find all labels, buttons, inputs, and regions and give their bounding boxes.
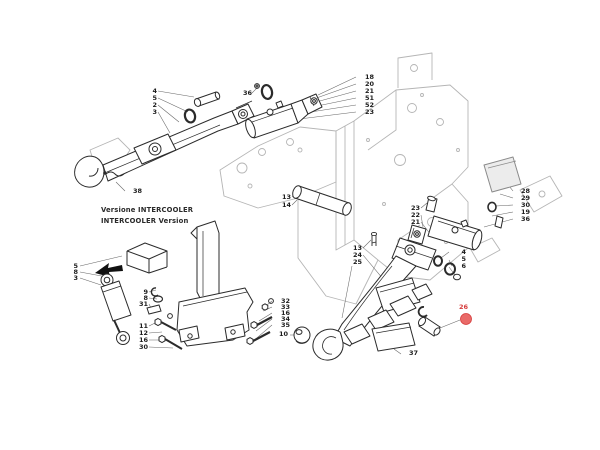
stabilizer-bracket-assembly xyxy=(95,220,254,347)
callout-13-pin[interactable]: 13 xyxy=(281,193,291,201)
pin-and-oring-upper-left xyxy=(183,91,221,124)
lower-link-arm xyxy=(312,237,437,361)
pin-26-with-snap-ring xyxy=(417,306,441,337)
callout-pad-19[interactable]: 19 xyxy=(520,208,530,216)
callout-mid-13[interactable]: 13 xyxy=(352,244,362,252)
callout-tr-52[interactable]: 52 xyxy=(364,101,374,109)
callout-bc-32[interactable]: 32 xyxy=(280,297,290,305)
callout-tr-21[interactable]: 21 xyxy=(364,87,374,95)
callout-mid-24[interactable]: 24 xyxy=(352,251,362,259)
damper xyxy=(100,273,132,345)
callout-26-highlighted[interactable]: 26 xyxy=(458,303,468,311)
callout-st-9[interactable]: 9 xyxy=(143,288,148,296)
version-note-line2: INTERCOOLER Version xyxy=(101,217,189,225)
small-bolt-13 xyxy=(370,231,378,246)
callout-st-31[interactable]: 31 xyxy=(138,300,148,308)
callout-or-6[interactable]: 6 xyxy=(461,262,466,270)
callout-36-top[interactable]: 36 xyxy=(242,89,252,97)
assist-cylinder-right xyxy=(407,195,483,251)
link-pin-13-14 xyxy=(292,185,352,216)
callout-bc-16[interactable]: 16 xyxy=(280,309,290,317)
callout-cyl-21[interactable]: 21 xyxy=(410,218,420,226)
callout-st-8[interactable]: 8 xyxy=(143,294,148,302)
callout-38[interactable]: 38 xyxy=(132,187,142,195)
callout-bc-33[interactable]: 33 xyxy=(280,303,290,311)
direction-arrow-icon xyxy=(95,263,123,277)
callout-tr-51[interactable]: 51 xyxy=(364,94,374,102)
callout-st-30[interactable]: 30 xyxy=(138,343,148,351)
callout-cyl-22[interactable]: 22 xyxy=(410,211,420,219)
callout-bl-5[interactable]: 5 xyxy=(73,262,78,270)
callout-37[interactable]: 37 xyxy=(408,349,418,357)
retainer-clip-38 xyxy=(103,171,125,177)
highlight-dot[interactable] xyxy=(460,313,472,325)
callout-mid-25[interactable]: 25 xyxy=(352,258,362,266)
callout-st-11[interactable]: 11 xyxy=(138,322,148,330)
callout-tr-20[interactable]: 20 xyxy=(364,80,374,88)
callout-bc-35[interactable]: 35 xyxy=(280,321,290,329)
callout-pad-30[interactable]: 30 xyxy=(520,201,530,209)
callout-tl-2[interactable]: 2 xyxy=(152,101,157,109)
callout-tl-5[interactable]: 5 xyxy=(152,94,157,102)
callout-bl-3[interactable]: 3 xyxy=(73,274,78,282)
callout-or-5[interactable]: 5 xyxy=(461,255,466,263)
callout-bc-10[interactable]: 10 xyxy=(278,330,288,338)
callout-bl-8[interactable]: 8 xyxy=(73,268,78,276)
callout-pad-28[interactable]: 28 xyxy=(520,187,530,195)
mounting-bolts xyxy=(246,298,274,345)
callout-st-12[interactable]: 12 xyxy=(138,329,148,337)
callout-or-4[interactable]: 4 xyxy=(461,248,466,256)
callout-pad-36[interactable]: 36 xyxy=(520,215,530,223)
callout-tl-3[interactable]: 3 xyxy=(152,108,157,116)
callout-tr-23[interactable]: 23 xyxy=(364,108,374,116)
wear-plate-37 xyxy=(371,322,416,352)
callout-tl-4[interactable]: 4 xyxy=(152,87,157,95)
orings-4-5-6 xyxy=(433,255,461,281)
callout-14-pin[interactable]: 14 xyxy=(281,201,291,209)
callout-tr-18[interactable]: 18 xyxy=(364,73,374,81)
callout-cyl-23[interactable]: 23 xyxy=(410,204,420,212)
upper-link-arm xyxy=(74,100,255,188)
ball-end-10 xyxy=(293,326,311,344)
support-pad-plate xyxy=(483,156,522,229)
callout-pad-29[interactable]: 29 xyxy=(520,194,530,202)
callout-st-16[interactable]: 16 xyxy=(138,336,148,344)
version-note-line1: Versione INTERCOOLER xyxy=(101,206,194,214)
stabilizer-small-parts xyxy=(146,287,183,350)
assist-cylinder-upper xyxy=(245,83,323,139)
callout-bc-34[interactable]: 34 xyxy=(280,315,290,323)
